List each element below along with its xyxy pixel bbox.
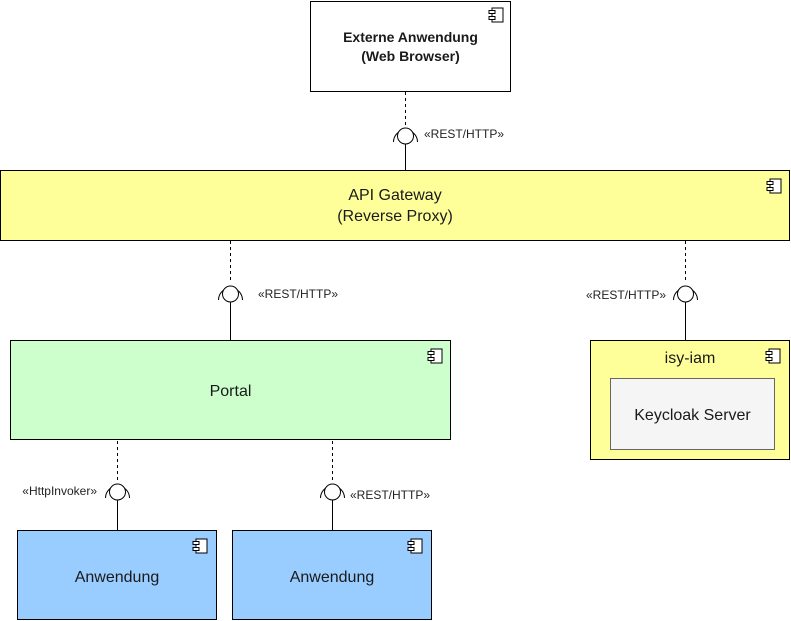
externe-anwendung-component[interactable]: Externe Anwendung (Web Browser): [310, 1, 511, 92]
api-gateway-box: [0, 170, 790, 241]
anwendung-left-component[interactable]: Anwendung: [17, 530, 217, 620]
anwendung-right-box: [232, 530, 432, 620]
provided-interface-ball: [109, 483, 126, 501]
provided-interface-ball: [222, 285, 239, 303]
interface-label-browser-gateway: «REST/HTTP»: [424, 127, 504, 141]
interface-portal-anwendung-left: «HttpInvoker»: [22, 441, 130, 530]
externe-anwendung-title-line1: Externe Anwendung: [343, 29, 478, 45]
api-gateway-component[interactable]: API Gateway (Reverse Proxy): [0, 170, 790, 241]
anwendung-right-title: Anwendung: [290, 569, 375, 586]
keycloak-server-box: [610, 378, 775, 450]
portal-box: [10, 340, 451, 440]
provided-interface-ball: [324, 483, 341, 501]
anwendung-left-title: Anwendung: [75, 569, 160, 586]
anwendung-left-box: [17, 530, 217, 620]
interface-label-gateway-iam: «REST/HTTP»: [586, 288, 666, 302]
provided-interface-ball: [397, 127, 414, 145]
interface-label-portal-anwendung-left: «HttpInvoker»: [22, 484, 97, 498]
anwendung-right-component[interactable]: Anwendung: [232, 530, 432, 620]
interface-gateway-iam: «REST/HTTP»: [586, 241, 698, 340]
interface-label-portal-anwendung-right: «REST/HTTP»: [350, 488, 430, 502]
interface-gateway-portal: «REST/HTTP»: [218, 241, 338, 340]
isy-iam-component[interactable]: isy-iam Keycloak Server: [590, 340, 790, 460]
interface-portal-anwendung-right: «REST/HTTP»: [320, 441, 430, 530]
keycloak-server-title: Keycloak Server: [634, 407, 751, 424]
externe-anwendung-title-line2: (Web Browser): [361, 48, 460, 64]
externe-anwendung-box: [310, 1, 511, 92]
api-gateway-title-line1: API Gateway: [348, 187, 441, 204]
interface-browser-gateway: «REST/HTTP»: [393, 92, 504, 170]
provided-interface-ball: [677, 285, 694, 303]
portal-component[interactable]: Portal: [10, 340, 451, 440]
keycloak-server-component[interactable]: Keycloak Server: [610, 378, 775, 450]
interface-label-gateway-portal: «REST/HTTP»: [258, 287, 338, 301]
isy-iam-title: isy-iam: [665, 350, 716, 367]
api-gateway-title-line2: (Reverse Proxy): [337, 208, 453, 225]
portal-title: Portal: [210, 383, 252, 400]
